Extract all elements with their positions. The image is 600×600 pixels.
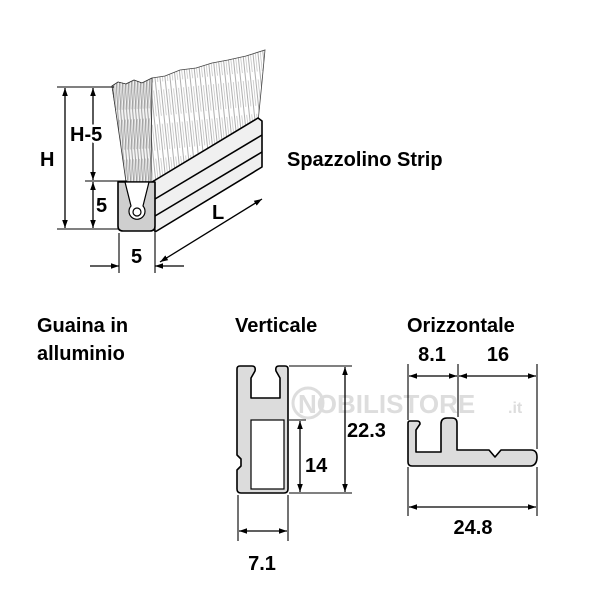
holder-clamp-inner — [124, 181, 150, 220]
watermark: NOBILISTORE .it — [291, 386, 523, 420]
dim-label-base-width: 5 — [131, 246, 142, 268]
dim-label-h: H — [40, 149, 54, 171]
horizontal-profile-drawing — [407, 417, 538, 467]
dim-label-h-minus-5: H-5 — [70, 124, 102, 146]
brush-strip-drawing — [111, 49, 266, 233]
brush-strip-dimensions: H H-5 5 5 L — [40, 86, 263, 273]
dim-label-horizontal-right-width: 16 — [487, 344, 509, 366]
horizontal-profile-label: Orizzontale — [407, 315, 515, 337]
holder-groove-line — [154, 134, 263, 200]
watermark-tld: .it — [508, 400, 523, 417]
dim-label-horizontal-total-width: 24.8 — [454, 517, 493, 539]
holder-wire-core — [132, 207, 142, 217]
dim-label-clamp-height: 5 — [96, 195, 107, 217]
section-label-line2: alluminio — [37, 343, 125, 365]
dim-label-vertical-total-height: 22.3 — [347, 420, 386, 442]
watermark-logo-circle — [291, 386, 325, 420]
bristles-front-face — [111, 77, 153, 183]
watermark-brand: NOBILISTORE — [298, 389, 475, 419]
vertical-profile-label: Verticale — [235, 315, 317, 337]
dim-label-vertical-width: 7.1 — [248, 553, 276, 575]
vertical-profile-lower-slot — [250, 419, 285, 490]
horizontal-profile-outline — [407, 417, 538, 467]
dim-label-length: L — [212, 202, 224, 224]
dim-label-horizontal-left-width: 8.1 — [418, 344, 446, 366]
vertical-profile-dimensions: 22.3 14 7.1 — [237, 365, 386, 575]
section-label-line1: Guaina in — [37, 315, 128, 337]
dim-line-length — [159, 198, 263, 263]
horizontal-profile-dimensions: 8.1 16 24.8 — [407, 344, 538, 539]
page-title: Spazzolino Strip — [287, 149, 443, 171]
vertical-profile-drawing — [236, 365, 289, 494]
dim-label-vertical-lower-height: 14 — [305, 455, 328, 477]
